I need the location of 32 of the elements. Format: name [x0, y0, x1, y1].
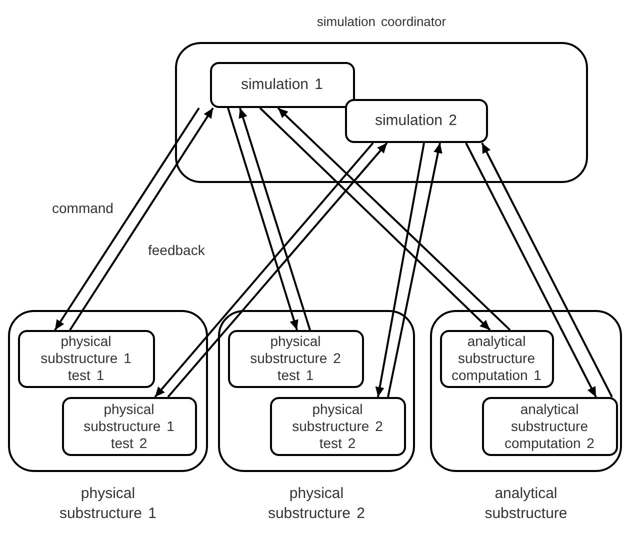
arrow	[387, 142, 442, 398]
arrow	[259, 107, 491, 331]
box-label: physical substructure 1 test 2	[82, 400, 176, 452]
group-title: physical substructure 2	[266, 484, 366, 524]
box-label: simulation 1	[240, 76, 324, 93]
edge-label: feedback	[148, 242, 205, 258]
edge-label: command	[52, 200, 114, 216]
group-title: analytical substructure	[484, 484, 568, 524]
arrow	[54, 107, 200, 331]
process-box	[62, 396, 196, 456]
arrow	[238, 108, 311, 330]
arrow	[481, 142, 613, 398]
process-box	[18, 330, 154, 388]
process-box	[440, 330, 554, 388]
arrow	[465, 142, 597, 398]
process-box	[270, 396, 406, 456]
box-label: physical substructure 2 test 2	[291, 400, 384, 452]
process-box	[482, 396, 618, 456]
box-label: simulation 2	[374, 112, 458, 129]
process-box	[210, 62, 354, 108]
box-label: analytical substructure computation 1	[450, 333, 542, 384]
arrow	[375, 142, 425, 398]
box-label: physical substructure 1 test 1	[40, 333, 132, 384]
arrow	[69, 107, 214, 331]
group-title: physical substructure 1	[58, 484, 158, 524]
group-title: simulation coordinator	[316, 13, 448, 31]
box-label: analytical substructure computation 2	[504, 400, 596, 452]
arrow	[227, 108, 298, 330]
process-box	[344, 98, 488, 142]
arrow	[277, 107, 511, 331]
box-label: physical substructure 2 test 1	[249, 333, 342, 384]
process-box	[228, 330, 364, 388]
